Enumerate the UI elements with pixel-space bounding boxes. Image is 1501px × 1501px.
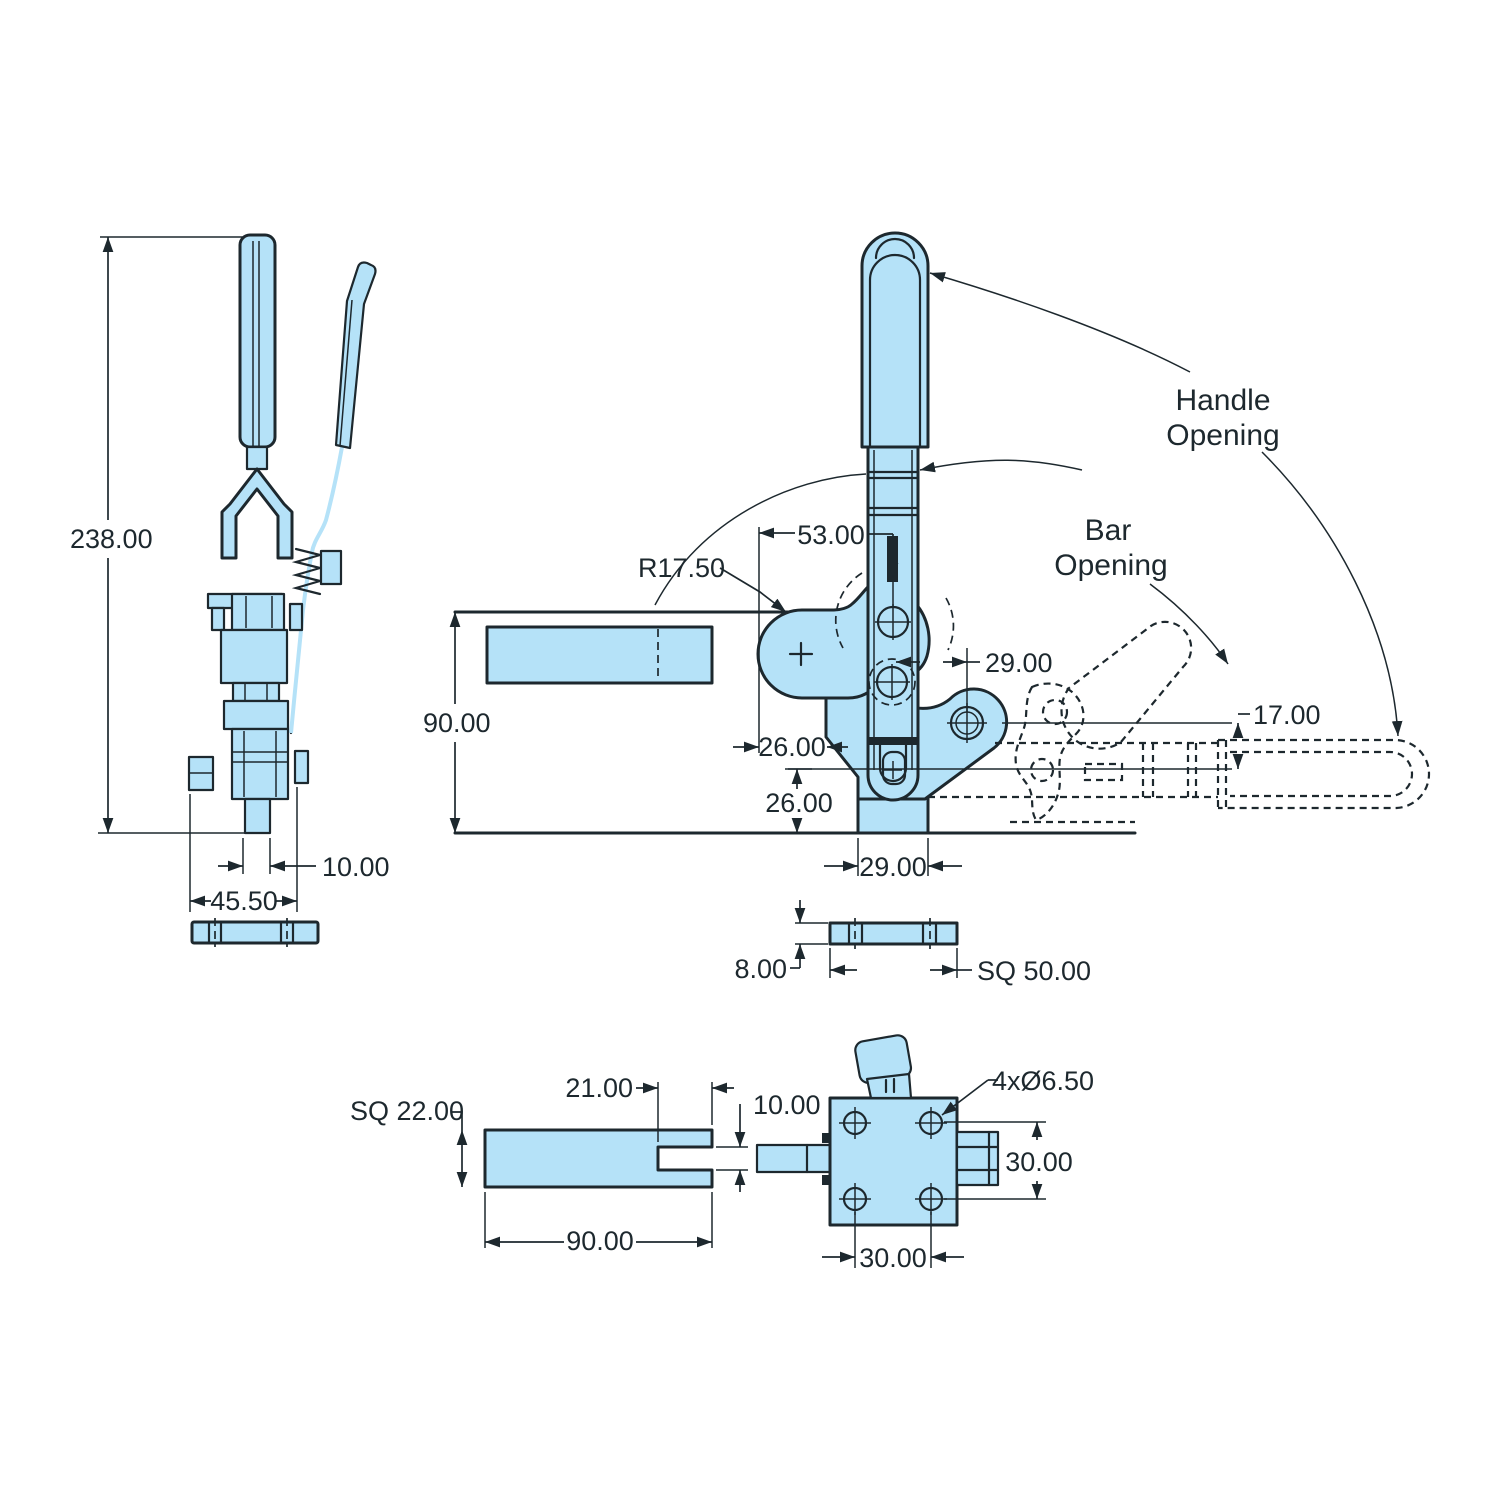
dim-side-height: 238.00 [70,524,153,554]
clamp-bar [483,1128,714,1189]
dim-front-pivot-offset: 29.00 [985,648,1053,678]
top-bar-stub [755,1143,832,1174]
front-handle-grip [860,231,930,449]
label-handle-opening-1: Handle [1175,384,1270,417]
side-base-plate [190,920,320,945]
dim-front-base-plate: SQ 50.00 [977,956,1091,986]
dim-bar-slot-width: 10.00 [753,1090,821,1120]
front-view: 90.00 [420,231,1431,986]
dim-front-arm-clearance: 26.00 [758,732,826,762]
dim-front-reach: 53.00 [797,520,865,550]
dim-front-arm-radius: R17.50 [638,553,725,583]
side-lever-grip [334,261,377,450]
dim-top-pitch-h: 30.00 [859,1243,927,1273]
dim-front-base-thickness: 8.00 [734,954,787,984]
dim-front-height: 90.00 [423,708,491,738]
side-view: 10.00 45.50 238.00 [66,233,390,947]
bar-top-view: SQ 22.00 21.00 10.00 90.00 [350,1073,821,1256]
top-slot-piece [955,1130,1000,1187]
dim-side-spindle: 10.00 [322,852,390,882]
top-handle-neck [865,1072,913,1100]
dim-bar-slot-depth: 21.00 [565,1073,633,1103]
mounting-holes [839,1107,947,1215]
side-fork [220,467,294,560]
dim-bar-length: 90.00 [566,1226,634,1256]
side-handle-grip [238,233,277,449]
top-body [828,1096,959,1227]
label-bar-opening-2: Opening [1054,549,1167,582]
label-bar-opening-1: Bar [1085,514,1132,547]
front-bar [485,625,714,685]
dim-bar-section: SQ 22.00 [350,1096,464,1126]
base-top-view: 4xØ6.50 30.00 30.00 [755,1034,1094,1273]
dim-front-column-width: 29.00 [859,852,927,882]
side-right-boss [293,749,310,785]
dim-front-base-clearance: 26.00 [765,788,833,818]
dim-top-pitch-v: 30.00 [1005,1147,1073,1177]
side-spindle [243,797,272,835]
label-handle-opening-2: Opening [1166,419,1279,452]
phantom-open-position [788,620,1431,824]
dim-side-width: 45.50 [210,886,278,916]
dim-top-holes: 4xØ6.50 [992,1066,1094,1096]
dim-front-bar-offset: 17.00 [1253,700,1321,730]
